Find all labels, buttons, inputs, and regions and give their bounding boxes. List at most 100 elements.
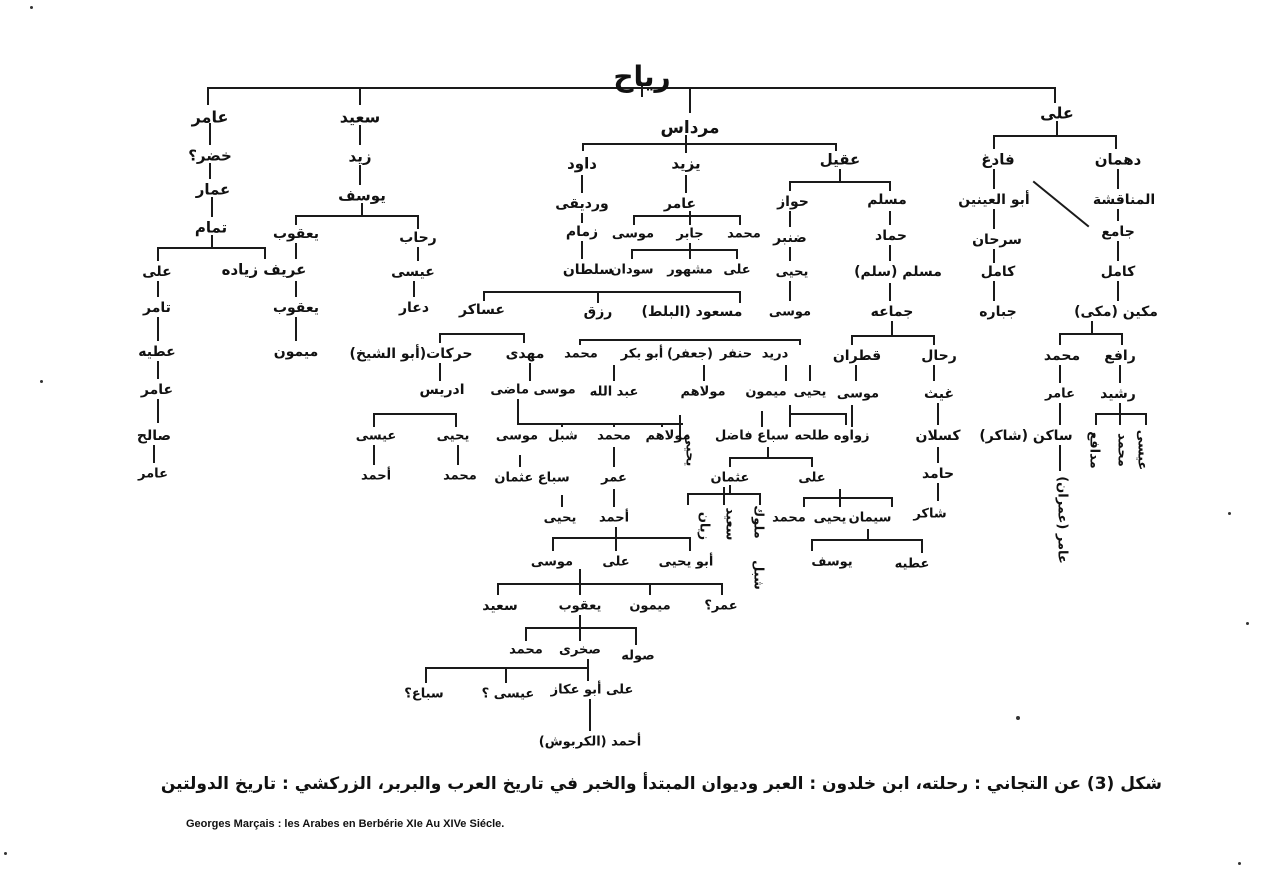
tree-node-mashhour: مشهور bbox=[666, 263, 713, 278]
tree-node-hammad: حماد bbox=[875, 228, 907, 244]
tree-node-jamaa: جماعه bbox=[871, 304, 914, 320]
tree-node-abu-yahya: أبو يحيى bbox=[659, 553, 714, 570]
tree-node-saleh: صالح bbox=[137, 428, 171, 444]
tree-node-ali-l: على bbox=[142, 264, 171, 280]
tree-node-muslim-salm: مسلم (سلم) bbox=[854, 264, 942, 280]
tree-node-sawla: صوله bbox=[621, 649, 654, 664]
tree-node-dawud: داود bbox=[567, 155, 597, 173]
tree-node-durayd: دريد bbox=[762, 347, 789, 362]
tree-node-sudan: سودان bbox=[610, 263, 653, 278]
tree-node-mahdi: مهدى bbox=[506, 346, 545, 362]
scan-speck bbox=[1016, 716, 1020, 720]
tree-node-zaid: زيد bbox=[349, 148, 372, 166]
tree-node-ammar: عمار bbox=[195, 181, 231, 199]
tree-node-fadigh: فادغ bbox=[981, 151, 1014, 169]
tree-node-jafar: (جعفر) bbox=[667, 347, 713, 362]
tree-node-ziyada: عريف زياده bbox=[222, 261, 307, 279]
tree-node-saba-fadil: سباع فاضل bbox=[715, 429, 789, 444]
tree-node-rafi: رافع bbox=[1104, 348, 1136, 364]
tree-node-muhammad-sk: محمد bbox=[509, 643, 543, 658]
tree-node-said2: سعيد bbox=[482, 598, 517, 614]
tree-node-saba-q: سباع؟ bbox=[404, 687, 443, 702]
tree-node-zayan: زيان bbox=[697, 512, 712, 540]
tree-node-atiya2: عطيه bbox=[895, 557, 930, 572]
scan-speck bbox=[40, 380, 43, 383]
tree-connector bbox=[1032, 180, 1090, 228]
tree-node-muhammad-b: محمد bbox=[564, 347, 598, 362]
tree-node-mudafi: مدافع bbox=[1087, 431, 1102, 468]
tree-node-musa-h: موسى bbox=[769, 305, 811, 320]
tree-node-idris: ادريس bbox=[419, 382, 464, 398]
tree-node-musa-m2: موسى bbox=[496, 429, 538, 444]
tree-node-amer-imran: عامر (عمران) bbox=[1055, 476, 1070, 564]
tree-node-muhammad-y: محمد bbox=[727, 227, 761, 242]
tree-node-jami: جامع bbox=[1101, 224, 1135, 240]
tree-node-yaqub3: يعقوب bbox=[559, 599, 602, 614]
tree-node-jabbara: جباره bbox=[979, 304, 1016, 320]
tree-node-saba-uthman: سباع عثمان bbox=[494, 471, 569, 486]
tree-node-ahmad-i: أحمد bbox=[361, 467, 391, 484]
tree-node-amer-mk: عامر bbox=[1044, 387, 1075, 402]
tree-node-wardiqi: ورديقى bbox=[555, 196, 608, 212]
scan-speck bbox=[30, 6, 33, 9]
tree-node-yahya-s: يحيى bbox=[544, 511, 577, 526]
tree-node-maimoun1: ميمون bbox=[274, 344, 319, 360]
tree-node-ahmad-s: أحمد bbox=[599, 509, 629, 526]
tree-node-maimoun-y: ميمون bbox=[745, 385, 786, 400]
tree-node-amer-l2: عامر bbox=[140, 382, 173, 398]
tree-node-umar1: عمر bbox=[600, 471, 627, 486]
tree-node-yahya-u: يحيى bbox=[814, 511, 847, 526]
tree-node-isa-i: عيسى bbox=[356, 429, 397, 444]
tree-node-yaqub1: يعقوب bbox=[273, 226, 319, 242]
tree-node-jaber: جابر bbox=[675, 227, 703, 242]
tree-root-label: رياح bbox=[613, 60, 670, 93]
tree-node-abdallah: عبد الله bbox=[590, 385, 639, 400]
tree-node-muhammad-i: محمد bbox=[443, 469, 477, 484]
tree-node-yahya-d: يحيى bbox=[794, 385, 827, 400]
tree-node-tamer-l: تامر bbox=[142, 300, 171, 316]
tree-node-umar2: عمر؟ bbox=[704, 599, 737, 614]
tree-node-uthman: عثمان bbox=[711, 471, 750, 486]
tree-node-amer-y: عامر bbox=[663, 196, 696, 212]
tree-node-ali-u: على bbox=[798, 471, 825, 486]
tree-node-abu-bakr: أبو بكر bbox=[620, 345, 664, 362]
tree-node-muslim: مسلم bbox=[867, 192, 907, 208]
tree-node-ahmad-k: أحمد (الكربوش) bbox=[539, 733, 641, 750]
tree-node-ali-m: على bbox=[723, 263, 750, 278]
tree-node-rizq: رزق bbox=[584, 304, 613, 320]
tree-node-yaqub2: يعقوب bbox=[273, 300, 319, 316]
tree-node-maimoun2: ميمون bbox=[629, 599, 670, 614]
tree-node-amer-top: عامر bbox=[191, 108, 229, 127]
tree-node-mawlahum: مولاهم bbox=[680, 385, 725, 400]
tree-node-muhammad-u: محمد bbox=[772, 511, 806, 526]
tree-node-yusuf2: يوسف bbox=[811, 555, 852, 570]
scan-speck bbox=[4, 852, 7, 855]
scan-speck bbox=[1246, 622, 1249, 625]
tree-node-mirdas: مرداس bbox=[660, 118, 719, 138]
tree-node-manaqisha: المناقشة bbox=[1093, 192, 1155, 208]
tree-node-isa-q: عيسى ؟ bbox=[482, 687, 535, 702]
tree-node-daar: دعار bbox=[398, 300, 429, 316]
tree-node-muhammad-r: محمد bbox=[1115, 433, 1130, 467]
tree-node-muhammad-s: محمد bbox=[597, 429, 631, 444]
tree-node-zawawa: زواوه طلحه bbox=[794, 429, 869, 444]
tree-node-zamam: زمام bbox=[566, 224, 598, 240]
tree-node-ali-ab: على bbox=[602, 555, 629, 570]
figure-caption-french: Georges Marçais : les Arabes en Berbérie… bbox=[186, 818, 505, 830]
tree-node-kamil2: كامل bbox=[1101, 264, 1136, 280]
tree-node-aqil: عقيل bbox=[820, 151, 861, 169]
tree-node-sarhan: سرحان bbox=[972, 232, 1022, 248]
tree-node-yahya-h: يحيى bbox=[776, 265, 809, 280]
scan-speck bbox=[1228, 512, 1231, 515]
tree-node-sultan: سلطان bbox=[563, 262, 613, 278]
tree-node-said-v: سعيد bbox=[723, 508, 738, 541]
tree-node-isa1: عيسى bbox=[391, 264, 435, 280]
tree-node-shaker-r: شاكر bbox=[912, 507, 946, 522]
tree-node-musa-q: موسى bbox=[837, 387, 879, 402]
tree-node-kamil1: كامل bbox=[981, 264, 1016, 280]
tree-node-yahya-i: يحيى bbox=[437, 429, 470, 444]
tree-node-siman: سيمان bbox=[849, 511, 892, 526]
tree-node-ali-abu-akkaz: على أبو عكاز bbox=[550, 681, 634, 698]
tree-node-yazid: يزيد bbox=[671, 155, 700, 173]
